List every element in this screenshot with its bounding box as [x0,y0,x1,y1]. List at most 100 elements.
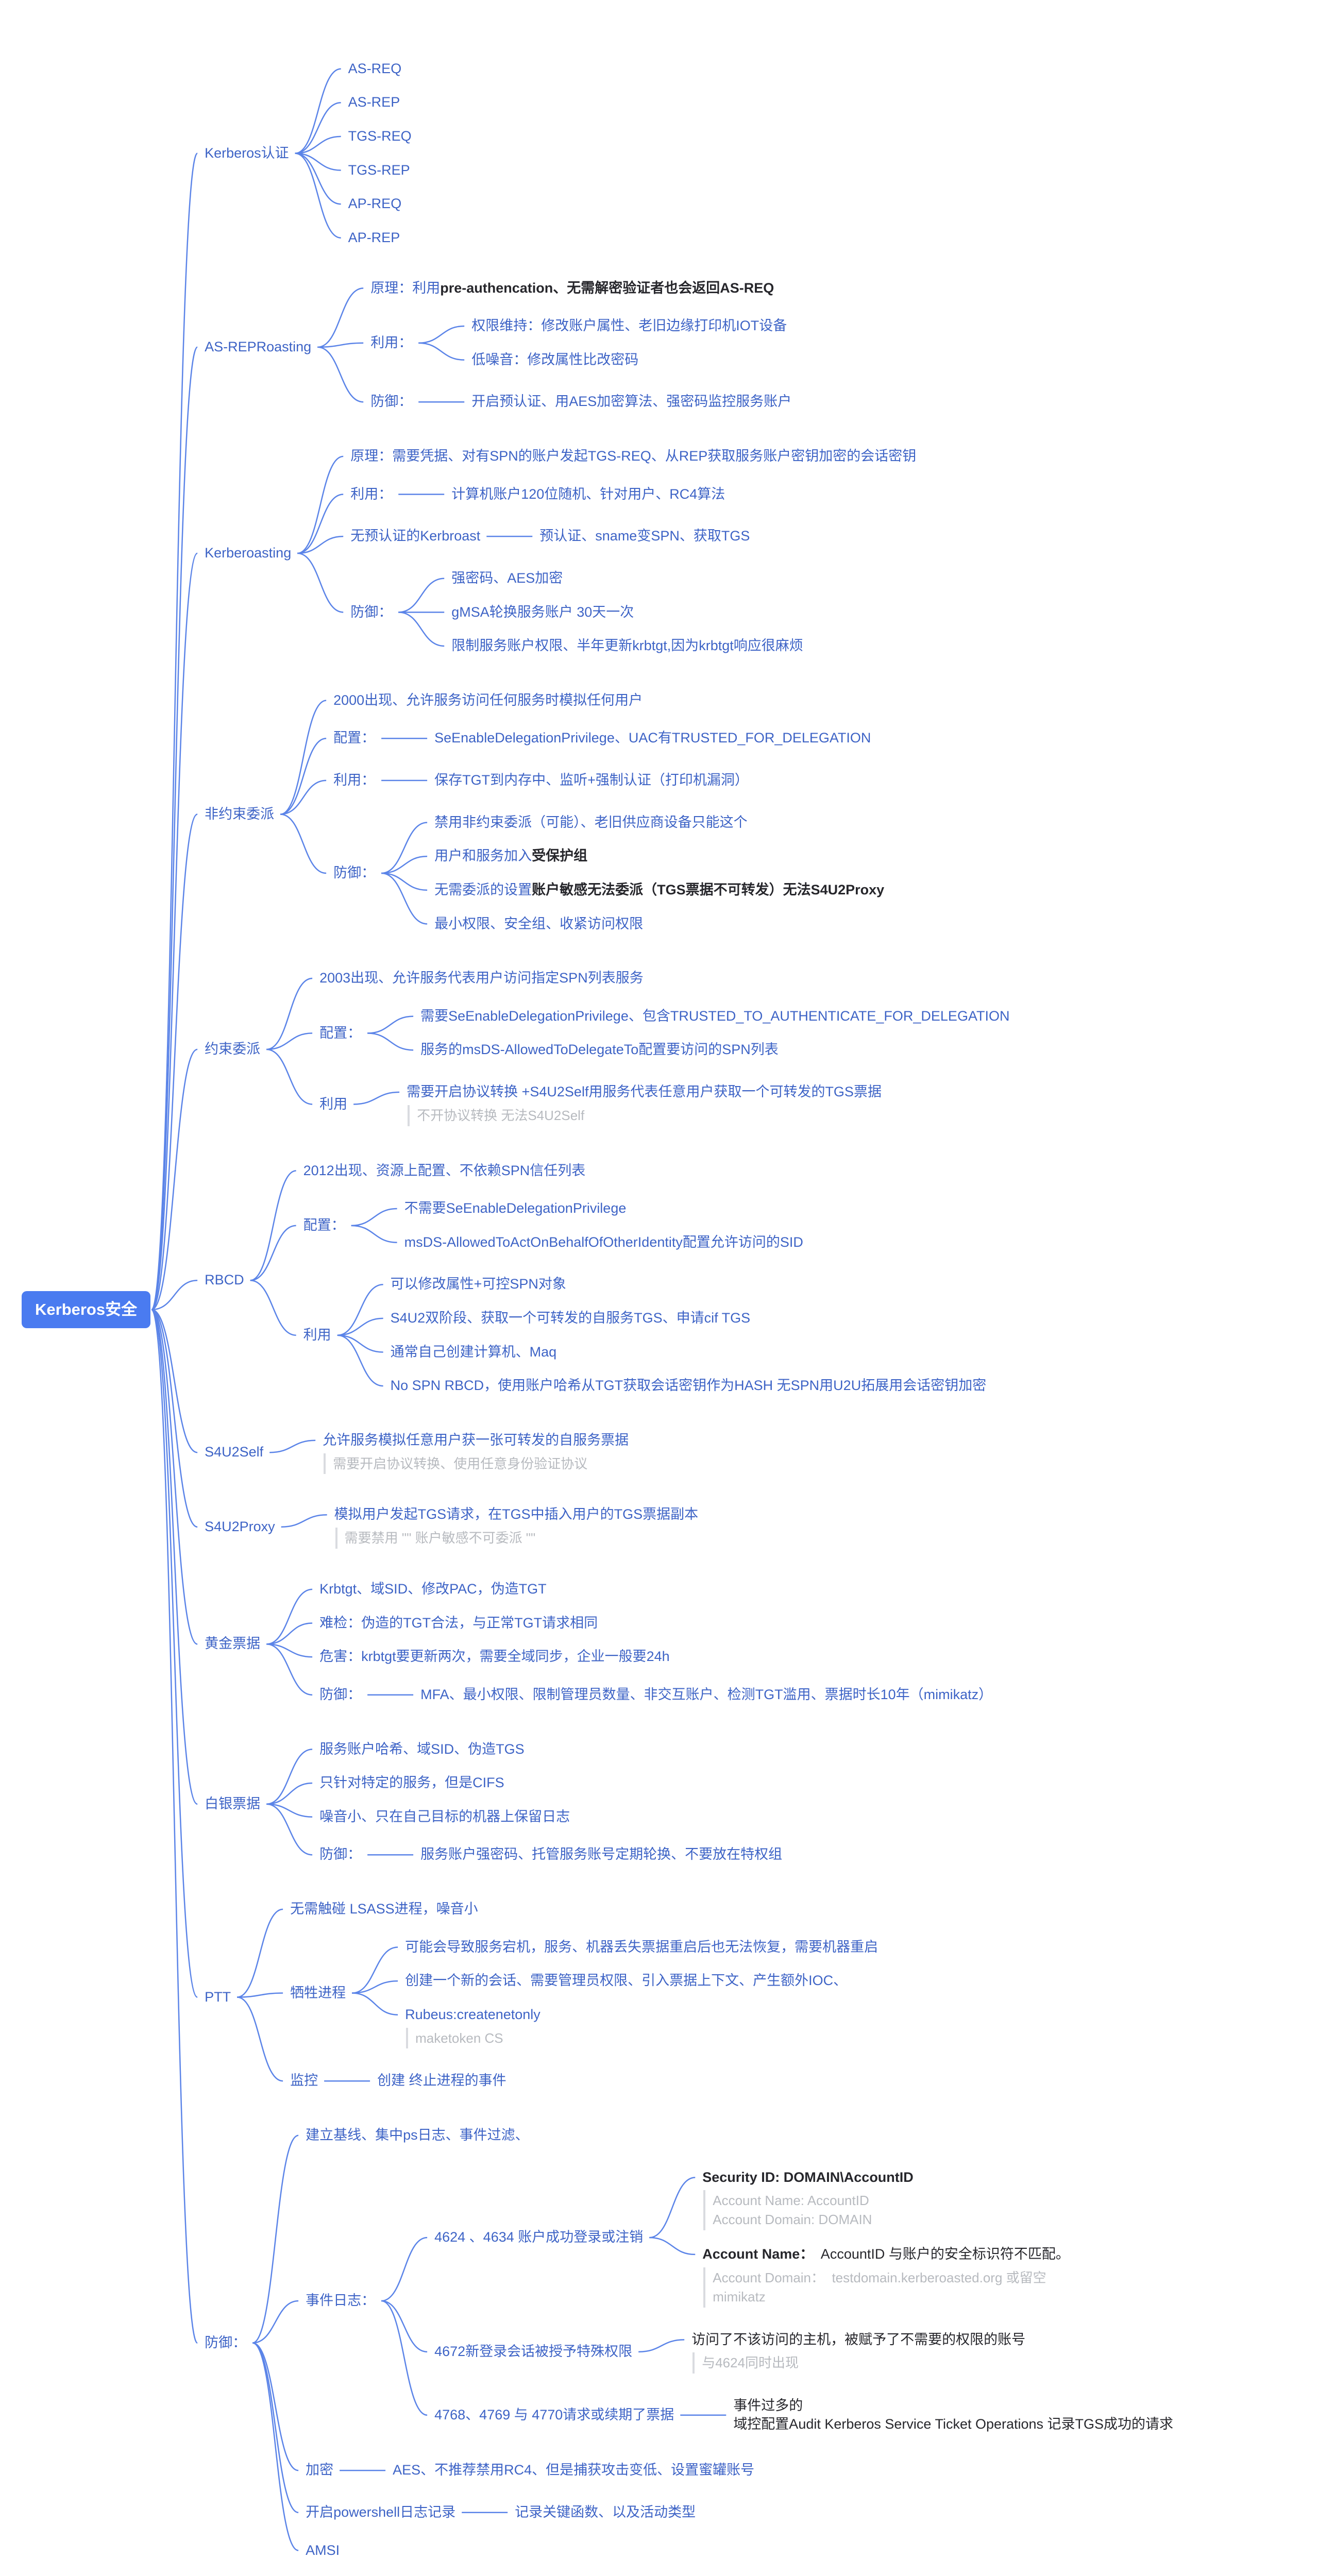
mindmap-node-label[interactable]: 可以修改属性+可控SPN对象 [390,1276,566,1292]
mindmap-node-label[interactable]: S4U2Self [205,1444,264,1460]
children-group: 保存TGT到内存中、监听+强制认证（打印机漏洞） [429,764,754,798]
mindmap-root-topic[interactable]: Kerberos安全 [22,1291,151,1329]
mindmap-node-label[interactable]: 强密码、AES加密 [451,570,563,586]
mindmap-node-label[interactable]: 防御： [205,2334,247,2350]
mindmap-node-label[interactable]: 4624 、4634 账户成功登录或注销 [434,2229,644,2245]
mindmap-node-label[interactable]: 原理：需要凭据、对有SPN的账户发起TGS-REQ、从REP获取服务账户密钥加密… [350,448,917,464]
mindmap-node-label[interactable]: 利用 [319,1096,348,1112]
mindmap-node-label[interactable]: 可能会导致服务宕机，服务、机器丢失票据重启后也无法恢复，需要机器重启 [405,1939,878,1955]
mindmap-node-label[interactable]: 用户和服务加入受保护组 [429,843,593,869]
mindmap-node-label[interactable]: 危害：krbtgt要更新两次，需要全域同步，企业一般要24h [319,1649,670,1665]
mindmap-node-label[interactable]: S4U2Proxy [205,1518,275,1534]
mindmap-node-label[interactable]: 保存TGT到内存中、监听+强制认证（打印机漏洞） [434,772,749,788]
mindmap-node-label[interactable]: 开启powershell日志记录 [306,2504,456,2520]
mindmap-node-label[interactable]: 只针对特定的服务，但是CIFS [319,1775,504,1791]
mindmap-node-label[interactable]: 白银票据 [205,1795,261,1811]
mindmap-node-label[interactable]: 2012出现、资源上配置、不依赖SPN信任列表 [303,1162,586,1178]
mindmap-node-label[interactable]: AS-REP [348,94,400,110]
mindmap-node-label[interactable]: 利用 [303,1327,331,1343]
node-note: Account Name: AccountID Account Domain: … [703,2190,875,2231]
mindmap-node-label[interactable]: 无预认证的Kerbroast [350,528,481,544]
mindmap-node-label[interactable]: 创建一个新的会话、需要管理员权限、引入票据上下文、产生额外IOC、 [405,1973,848,1989]
mindmap-node-label[interactable]: Rubeus:createnetonly [405,2006,540,2022]
mindmap-node-label[interactable]: 预认证、sname变SPN、获取TGS [539,528,750,544]
mindmap-branch: Account Name： AccountID 与账户的安全标识符不匹配。Acc… [697,2242,1075,2310]
mindmap-node-label[interactable]: 黄金票据 [205,1636,261,1652]
mindmap-node-label[interactable]: 服务账户强密码、托管服务账号定期轮换、不要放在特权组 [420,1846,783,1862]
mindmap-node-label[interactable]: 利用： [333,772,376,788]
mindmap-node-label[interactable]: 2000出现、允许服务访问任何服务时模拟任何用户 [333,692,643,708]
mindmap-node-label[interactable]: 创建 终止进程的事件 [377,2073,506,2089]
mindmap-node-label[interactable]: 事件日志： [306,2293,376,2309]
mindmap-node-label[interactable]: 防御： [370,394,413,410]
mindmap-node-label[interactable]: 配置： [303,1217,345,1233]
mindmap-node-label[interactable]: AS-REPRoasting [205,338,312,354]
mindmap-node-label[interactable]: gMSA轮换服务账户 30天一次 [451,604,634,620]
mindmap-node-label[interactable]: 2003出现、允许服务代表用户访问指定SPN列表服务 [319,970,644,986]
mindmap-node-label[interactable]: msDS-AllowedToActOnBehalfOfOtherIdentity… [404,1234,803,1250]
mindmap-node-label[interactable]: TGS-REQ [348,128,412,144]
mindmap-node-label[interactable]: Kerberoasting [205,545,292,561]
mindmap-node-label[interactable]: 服务账户哈希、域SID、伪造TGS [319,1741,525,1757]
mindmap-node-label[interactable]: 需要SeEnableDelegationPrivilege、包含TRUSTED_… [420,1008,1010,1024]
mindmap-node-label[interactable]: 通常自己创建计算机、Maq [390,1344,557,1360]
mindmap-node-label[interactable]: 防御： [319,1846,362,1862]
mindmap-node-label[interactable]: AP-REQ [348,196,402,212]
mindmap-node-label[interactable]: 不需要SeEnableDelegationPrivilege [404,1200,627,1216]
node-block: 无需触碰 LSASS进程，噪音小 [285,1896,483,1922]
mindmap-branch: 只针对特定的服务，但是CIFS [314,1770,787,1796]
mindmap-node-label[interactable]: 事件过多的 域控配置Audit Kerberos Service Ticket … [733,2398,1174,2432]
mindmap-node-label[interactable]: 配置： [333,730,376,746]
mindmap-node-label[interactable]: AES、不推荐禁用RC4、但是捕获攻击变低、设置蜜罐账号 [393,2462,755,2478]
mindmap-node-label[interactable]: 建立基线、集中ps日志、事件过滤、 [306,2127,529,2143]
mindmap-node-label[interactable]: 原理：利用pre-authencation、无需解密验证者也会返回AS-REQ [365,276,779,301]
mindmap-node-label[interactable]: 配置： [319,1025,362,1041]
mindmap-node-label[interactable]: 防御： [319,1686,362,1702]
mindmap-node-label[interactable]: 利用： [350,486,393,502]
mindmap-node-label[interactable]: 需要开启协议转换 +S4U2Self用服务代表任意用户获取一个可转发的TGS票据 [407,1084,882,1100]
mindmap-node-label[interactable]: RBCD [205,1272,244,1288]
mindmap-node-label[interactable]: 访问了不该访问的主机，被赋予了不需要的权限的账号 [691,2331,1026,2347]
mindmap-node-label[interactable]: 权限维持：修改账户属性、老旧边缘打印机IOT设备 [471,318,787,334]
mindmap-node-label[interactable]: PTT [205,1989,231,2005]
mindmap-node-label[interactable]: 最小权限、安全组、收紧访问权限 [434,916,644,931]
mindmap-node-label[interactable]: 噪音小、只在自己目标的机器上保留日志 [319,1808,570,1824]
mindmap-node-label[interactable]: 难检：伪造的TGT合法，与正常TGT请求相同 [319,1615,598,1631]
mindmap-node-label[interactable]: 无需触碰 LSASS进程，噪音小 [290,1901,478,1917]
mindmap-node-label[interactable]: SeEnableDelegationPrivilege、UAC有TRUSTED_… [434,730,871,746]
mindmap-node-label[interactable]: 无需委派的设置账户敏感无法委派（TGS票据不可转发）无法S4U2Proxy [429,877,889,903]
mindmap-node-label[interactable]: 允许服务模拟任意用户获一张可转发的自服务票据 [323,1432,629,1448]
mindmap-node-label[interactable]: 利用： [370,334,413,350]
mindmap-node-label[interactable]: 加密 [306,2462,334,2478]
mindmap-node-label[interactable]: 限制服务账户权限、半年更新krbtgt,因为krbtgt响应很麻烦 [451,638,803,654]
mindmap-node-label[interactable]: Krbtgt、域SID、修改PAC，伪造TGT [319,1581,547,1597]
mindmap-node-label[interactable]: AP-REP [348,229,400,245]
node-block: 白银票据 [199,1791,265,1817]
mindmap-node-label[interactable]: Kerberos认证 [205,145,289,161]
mindmap-node-label[interactable]: AS-REQ [348,60,402,76]
mindmap-node-label[interactable]: 低噪音：修改属性比改密码 [471,351,639,367]
mindmap-node-label[interactable]: 防御： [350,604,393,620]
mindmap-node-label[interactable]: 非约束委派 [205,806,275,822]
mindmap-node-label[interactable]: TGS-REP [348,162,410,178]
mindmap-node-label[interactable]: 禁用非约束委派（可能）、老旧供应商设备只能这个 [434,814,748,830]
node-block: No SPN RBCD，使用账户哈希从TGT获取会话密钥作为HASH 无SPN用… [385,1373,992,1399]
mindmap-node-label[interactable]: 记录关键函数、以及活动类型 [515,2504,696,2520]
mindmap-node-label[interactable]: 牺牲进程 [290,1985,346,2001]
mindmap-node-label[interactable]: Account Name： AccountID 与账户的安全标识符不匹配。 [697,2242,1075,2267]
mindmap-node-label[interactable]: S4U2双阶段、获取一个可转发的自服务TGS、申请cif TGS [390,1310,751,1326]
mindmap-node-label[interactable]: AMSI [306,2542,340,2558]
mindmap-node-label[interactable]: MFA、最小权限、限制管理员数量、非交互账户、检测TGT滥用、票据时长10年（m… [420,1686,993,1702]
mindmap-node-label[interactable]: 4768、4769 与 4770请求或续期了票据 [434,2406,674,2422]
mindmap-node-label[interactable]: 防御： [333,865,376,881]
mindmap-node-label[interactable]: 服务的msDS-AllowedToDelegateTo配置要访问的SPN列表 [420,1042,779,1058]
mindmap-node-label[interactable]: Security ID: DOMAIN\AccountID [702,2169,914,2185]
mindmap-node-label[interactable]: No SPN RBCD，使用账户哈希从TGT获取会话密钥作为HASH 无SPN用… [390,1378,987,1394]
mindmap-node-label[interactable]: 4672新登录会话被授予特殊权限 [434,2344,633,2359]
mindmap-node-label[interactable]: 模拟用户发起TGS请求，在TGS中插入用户的TGS票据副本 [334,1506,699,1522]
mindmap-branch: 防御： 开启预认证、用AES加密算法、强密码监控服务账户 [365,385,797,419]
mindmap-node-label[interactable]: 开启预认证、用AES加密算法、强密码监控服务账户 [471,394,792,410]
mindmap-node-label[interactable]: 计算机账户120位随机、针对用户、RC4算法 [451,486,725,502]
mindmap-node-label[interactable]: 监控 [290,2073,318,2089]
mindmap-node-label[interactable]: 约束委派 [205,1041,261,1057]
